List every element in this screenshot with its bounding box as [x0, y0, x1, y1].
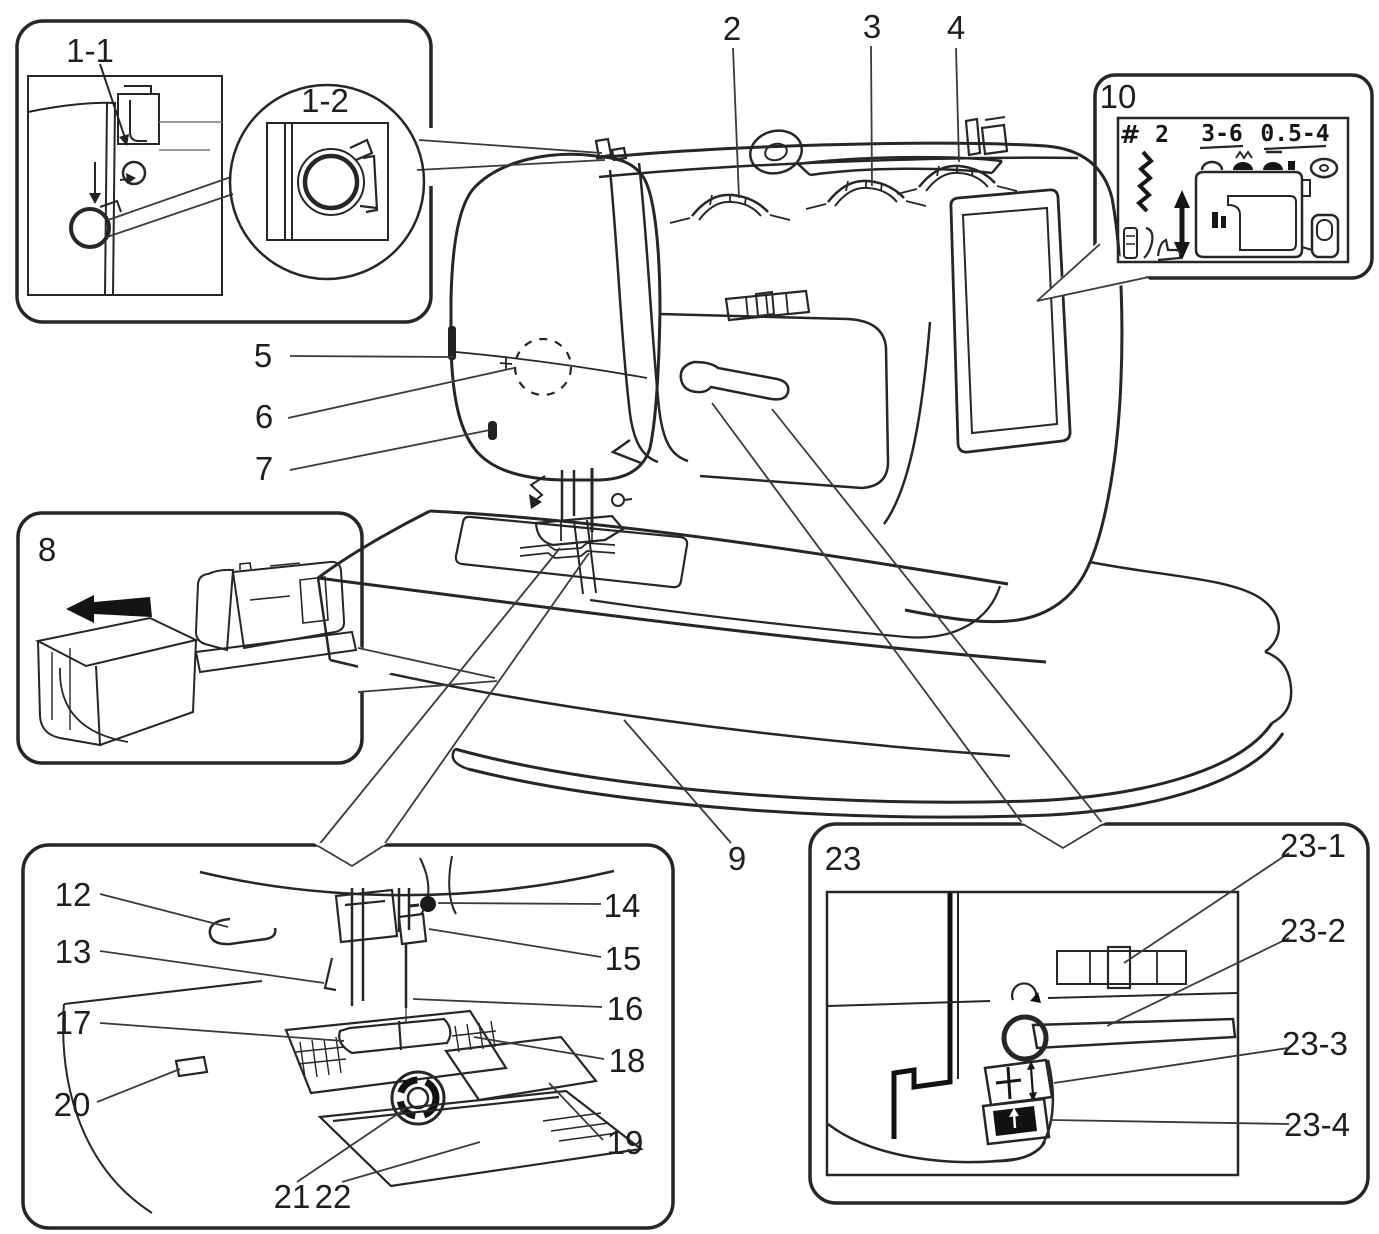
callout-6: 6 [255, 398, 273, 435]
take-up-lever-slot [448, 326, 456, 360]
face-cover [448, 137, 662, 482]
lifter-lever-detail [1001, 982, 1237, 1062]
lcd-pattern-hash: # [1120, 120, 1141, 149]
left-arrow-icon [66, 595, 152, 623]
callout-14: 14 [604, 887, 641, 924]
zigzag-stitch-icon [1136, 150, 1154, 213]
callout-16: 16 [607, 990, 644, 1027]
callout-3: 3 [863, 8, 881, 45]
presser-foot-lever-detail [208, 917, 277, 946]
callout-13: 13 [55, 933, 92, 970]
callout-23-4: 23-4 [1284, 1106, 1350, 1143]
flat-bed [316, 509, 1047, 758]
lcd-stitch-length: 0.5-4 [1260, 121, 1329, 147]
callout-labels: 1-1 1-2 2 3 4 5 6 7 8 9 10 12 13 14 15 1… [38, 8, 1350, 1215]
callout-21: 21 [274, 1178, 311, 1215]
thread-guide-4 [896, 164, 1018, 195]
callout-12: 12 [55, 876, 92, 913]
lcd-stitch-width: 3-6 [1201, 121, 1243, 147]
needle-clamp-screw [420, 896, 436, 912]
lcd-panel [949, 188, 1072, 454]
speed-slider [724, 289, 811, 322]
callout-23-2: 23-2 [1280, 912, 1346, 949]
callout-5: 5 [254, 337, 272, 374]
leader-lines [317, 402, 1104, 847]
callout-1-1: 1-1 [66, 32, 114, 69]
callout-2: 2 [723, 10, 741, 47]
lcd-pattern-number: 2 [1155, 122, 1169, 148]
callout-18: 18 [609, 1042, 646, 1079]
presser-foot [534, 514, 625, 547]
thread-guide-2 [669, 193, 791, 224]
bobbin-case-icon [1301, 213, 1340, 259]
callout-20: 20 [54, 1086, 91, 1123]
machine-icon [1194, 150, 1311, 259]
inset-lcd-display: # 2 3-6 0.5-4 [1036, 73, 1374, 302]
callout-22: 22 [315, 1178, 352, 1215]
feed-slider-detail [1056, 945, 1187, 990]
bobbin-winder-disc [749, 129, 803, 175]
head-thread-guide [594, 137, 628, 162]
callout-23-3: 23-3 [1282, 1025, 1348, 1062]
callout-7: 7 [255, 450, 273, 487]
callout-10: 10 [1100, 78, 1137, 115]
face-dashed-circle [513, 337, 573, 397]
thread-guide-slots [669, 164, 1018, 224]
inset-side-controls [808, 822, 1370, 1205]
extension-table [589, 585, 1002, 639]
presser-foot-lifter-lever [679, 360, 790, 401]
thread-guide-3 [805, 179, 927, 210]
lcd-screen [1116, 116, 1350, 264]
callout-17: 17 [55, 1004, 92, 1041]
callout-8: 8 [38, 531, 56, 568]
machine-base [451, 560, 1293, 819]
accessory-tray [35, 616, 199, 747]
inset-thread-guide-detail [15, 19, 606, 324]
spool-icon [1309, 157, 1339, 179]
callout-4: 4 [947, 9, 965, 46]
callout-9: 9 [728, 840, 746, 877]
callout-23-1: 23-1 [1280, 827, 1346, 864]
callout-23: 23 [825, 840, 862, 877]
magnifier-circle [228, 83, 426, 281]
presser-feet-icons [1123, 226, 1182, 262]
needle-plate [454, 515, 689, 589]
handle-recess [797, 155, 1003, 177]
mini-machine [194, 560, 358, 674]
thread-cutter [488, 421, 497, 440]
spool-pin [964, 116, 1009, 157]
sewing-machine-illustration [316, 116, 1293, 819]
callout-15: 15 [605, 940, 642, 977]
up-down-arrow-icon [1174, 190, 1190, 260]
inset-needle-area [21, 843, 675, 1230]
reverse-button [981, 1097, 1051, 1146]
inset-accessory-box [16, 511, 498, 765]
callout-19: 19 [607, 1124, 644, 1161]
callout-1-2: 1-2 [301, 82, 349, 119]
needle-bar-assembly [529, 468, 633, 547]
